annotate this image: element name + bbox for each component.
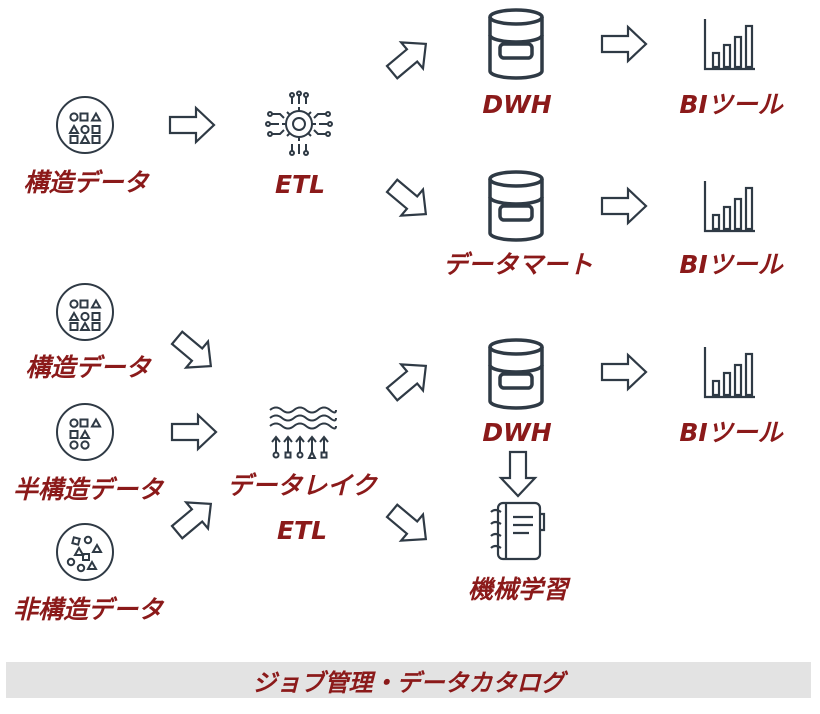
arrow-icon [600,352,648,392]
arrow-icon [385,180,433,220]
structured-data-label-2: 構造データ [25,353,151,382]
bi-tool-label-3: BIツール [679,418,783,447]
semi-structured-data-label: 半構造データ [12,475,164,504]
bi-tool-label-2: BIツール [679,250,783,279]
ml-notebook-icon [486,500,546,562]
dwh-label-1: DWH [482,90,552,119]
arrow-icon [600,186,648,226]
dwh-database-icon [486,338,546,410]
arrow-icon [170,332,218,372]
arrow-icon [385,505,433,545]
bi-bar-chart-icon [702,16,758,72]
arrow-icon [385,38,433,78]
semi-structured-data-icon [55,402,115,462]
etl-label-1: ETL [274,170,326,199]
dwh-label-2: DWH [482,418,552,447]
bi-bar-chart-icon [702,344,758,400]
structured-data-icon [55,95,115,155]
footer-text: ジョブ管理・データカタログ [252,668,565,697]
unstructured-data-label: 非構造データ [12,595,164,624]
datalake-waves-icon [268,404,337,460]
arrow-icon [385,360,433,400]
datamart-database-icon [486,170,546,242]
etl-label-2: ETL [276,516,328,545]
structured-data-label-1: 構造データ [23,168,149,197]
structured-data-icon [55,282,115,342]
arrow-icon [600,24,648,64]
ml-label: 機械学習 [467,575,569,604]
datamart-label: データマート [442,250,594,279]
job-management-data-catalog-bar: ジョブ管理・データカタログ [6,662,811,698]
arrow-icon [170,412,218,452]
dwh-database-icon [486,8,546,80]
arrow-down-icon [494,454,542,494]
bi-tool-label-1: BIツール [679,90,783,119]
bi-bar-chart-icon [702,178,758,234]
arrow-icon [170,498,218,538]
datalake-label: データレイク [227,471,377,500]
unstructured-data-icon [55,522,115,582]
arrow-icon [168,105,216,145]
etl-gear-circuit-icon [264,90,334,156]
